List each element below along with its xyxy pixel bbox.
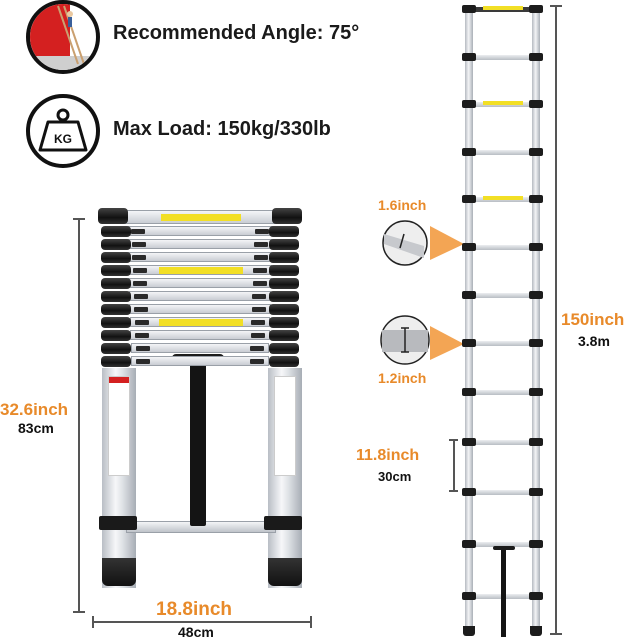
top-cap-left [98, 208, 128, 224]
folded-ladder [96, 208, 304, 618]
top-cap-right [272, 208, 302, 224]
extended-height-line [555, 5, 557, 634]
max-load-text: Max Load: 150kg/330lb [113, 118, 331, 140]
extended-height-imperial: 150inch [561, 310, 625, 329]
extended-height-tick-bottom [550, 633, 562, 635]
folded-height-metric: 83cm [18, 420, 54, 436]
kg-weight-icon [38, 108, 88, 152]
folded-height-tick-bottom [73, 611, 85, 613]
extended-foot-left [463, 626, 475, 636]
left-foot [102, 558, 136, 586]
folded-height-imperial: 32.6inch [0, 400, 69, 419]
rung-spacing-metric: 30cm [378, 469, 412, 484]
left-rail [465, 6, 473, 632]
rung-spacing-imperial: 11.8inch [356, 447, 420, 464]
rung-thickness-magnifier [380, 315, 464, 365]
folded-width-tick-left [92, 616, 94, 628]
rung-spacing-tick-bottom [449, 490, 458, 492]
bottom-rung-cap-left [99, 516, 137, 530]
extended-strap-handle [493, 546, 515, 550]
extended-ladder [462, 4, 545, 638]
folded-height-tick-top [73, 218, 85, 220]
left-safety-label [108, 376, 130, 476]
rung-thickness-imperial: 1.2inch [378, 370, 427, 386]
rung-depth-magnifier [382, 220, 464, 266]
folded-width-imperial: 18.8inch [156, 599, 233, 620]
recommended-angle-text: Recommended Angle: 75° [113, 22, 360, 44]
right-foot [268, 558, 302, 586]
right-rail [532, 6, 540, 632]
top-rung [120, 210, 280, 224]
folded-height-line [78, 218, 80, 612]
kg-label: KG [54, 132, 72, 146]
load-icon-circle: KG [26, 94, 100, 168]
folded-width-metric: 48cm [178, 624, 214, 640]
rung-spacing-line [453, 439, 455, 491]
angle-icon-circle [26, 0, 100, 74]
folded-width-line [93, 621, 311, 623]
right-safety-label [274, 376, 296, 476]
extended-carry-strap [501, 549, 506, 637]
extended-foot-right [530, 626, 542, 636]
rung-depth-imperial: 1.6inch [378, 197, 427, 213]
ladder-angle-icon [30, 4, 96, 70]
folded-width-tick-right [310, 616, 312, 628]
carry-strap [190, 358, 206, 526]
extended-height-metric: 3.8m [578, 333, 610, 349]
bottom-rung-cap-right [264, 516, 302, 530]
rung-spacing-tick-top [449, 439, 458, 441]
extended-height-tick-top [550, 5, 562, 7]
